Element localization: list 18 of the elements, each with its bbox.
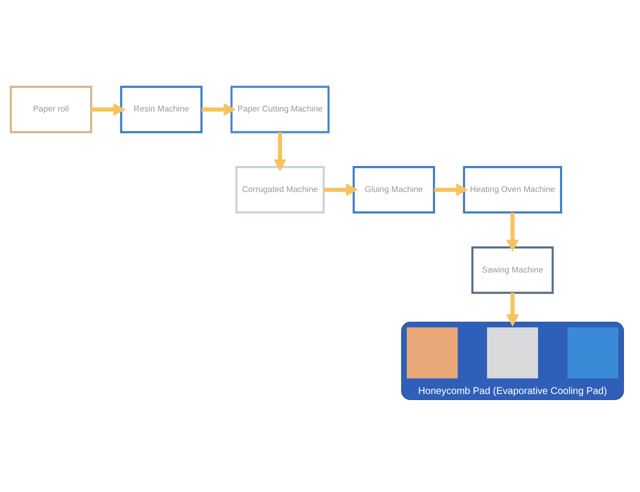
- cluster: Honeycomb Pad (Evaporative Cooling Pad): [401, 322, 624, 400]
- arrow: [202, 103, 236, 116]
- node-box: Gluing Machine: [352, 166, 436, 214]
- arrow: [506, 212, 519, 252]
- node-box: [406, 327, 458, 378]
- arrow: [434, 183, 468, 196]
- arrow: [506, 292, 519, 327]
- node-box: Paper roll: [10, 86, 92, 134]
- arrow: [274, 132, 286, 172]
- node-box: Resin Machine: [120, 86, 203, 134]
- arrow: [91, 103, 126, 116]
- node-box: [567, 327, 618, 378]
- node-box: Corrugated Machine: [235, 166, 325, 214]
- node-box: Heating Oven Machine: [462, 166, 562, 214]
- node-box: Paper Cutting Machine: [230, 86, 330, 134]
- arrow: [324, 183, 358, 196]
- node-box: Sawing Machine: [471, 246, 554, 294]
- node-box: [487, 327, 538, 378]
